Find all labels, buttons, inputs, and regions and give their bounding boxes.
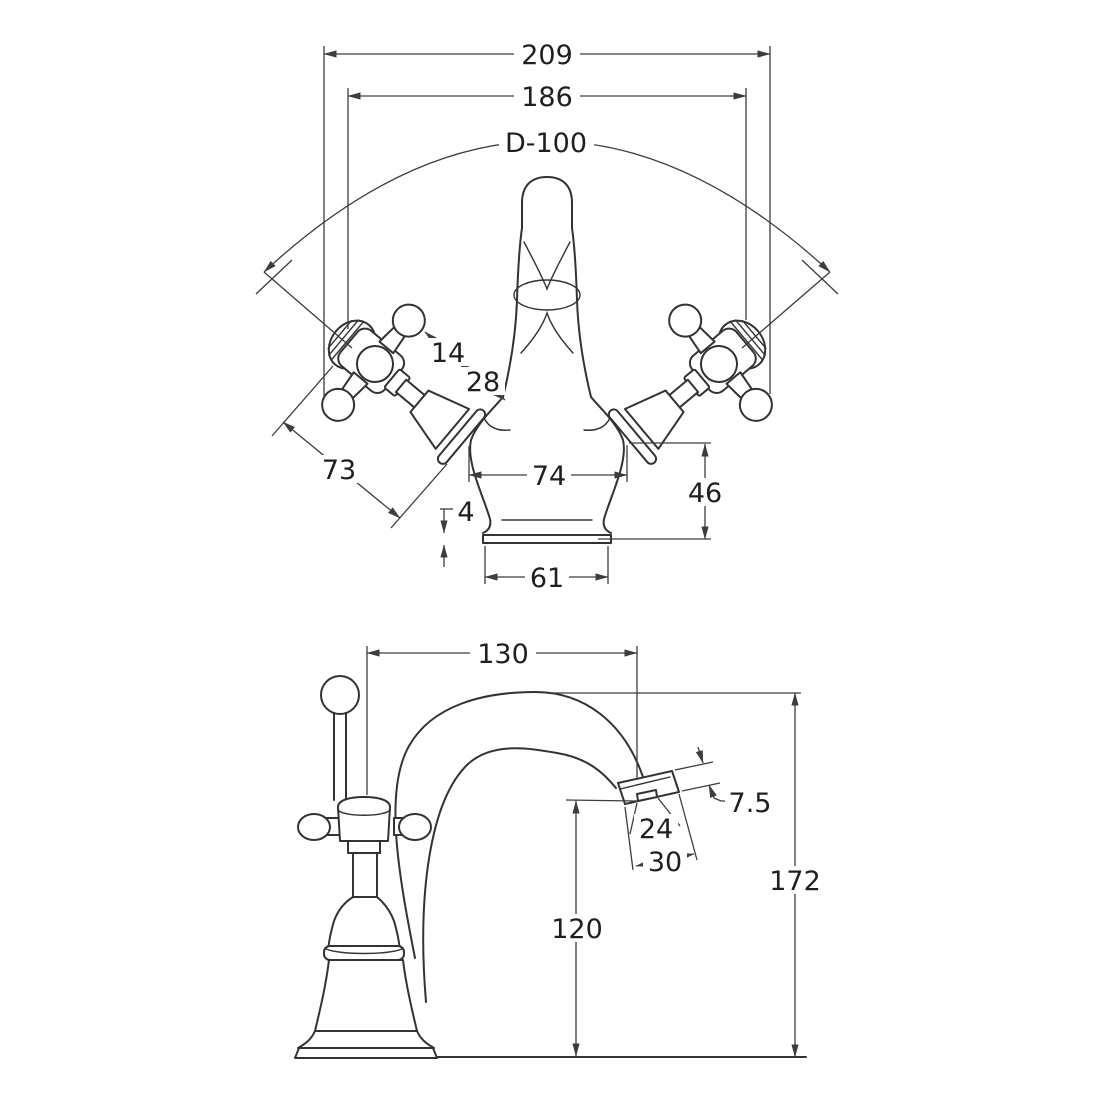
popup-rod-ball	[320, 675, 360, 715]
dim-4	[440, 508, 453, 567]
valve-stem	[352, 852, 378, 899]
bell-rim-curve	[325, 948, 403, 955]
handle-left-ball	[321, 387, 356, 422]
spout-body-fill	[470, 177, 624, 533]
dim-label-74: 74	[532, 461, 566, 492]
dim-label-120: 120	[551, 914, 603, 945]
shoulder-arc-left	[483, 417, 511, 431]
cap-ridge	[741, 319, 767, 349]
dim-label-130: 130	[477, 639, 529, 670]
shoulder-arc-right	[583, 417, 611, 431]
dim-label-30: 30	[648, 847, 682, 878]
valve-collar	[347, 840, 381, 854]
dim-label-46: 46	[688, 478, 722, 509]
handle-left-cone	[409, 389, 471, 450]
spout-ring	[513, 279, 581, 311]
handle-side-ball-left	[297, 813, 331, 841]
handle-right	[607, 303, 773, 465]
dim-label-d100: D-100	[505, 128, 587, 159]
dim-label-4: 4	[457, 497, 474, 528]
spout-arch-outer	[394, 691, 644, 959]
spout-lily-lower-curve	[520, 310, 574, 354]
handle-right-ball	[738, 387, 773, 422]
dim-label-209: 209	[521, 40, 573, 71]
handle-right-flange	[607, 408, 658, 465]
base-plate	[482, 534, 612, 544]
base-slab	[294, 1047, 438, 1059]
spout-lily-upper-curve	[523, 241, 571, 291]
spout-tip-seam	[619, 776, 671, 790]
handle-right-ball	[668, 303, 703, 338]
dim-label-28: 28	[466, 367, 500, 398]
dim-label-7p5: 7.5	[729, 788, 772, 819]
dim-label-61: 61	[530, 563, 564, 594]
handle-right-front-ball	[700, 345, 738, 383]
side-view	[294, 646, 807, 1059]
cap-ridge	[729, 321, 764, 361]
handle-side-hub	[337, 796, 391, 842]
dim-label-172: 172	[769, 866, 821, 897]
base-flare	[297, 1030, 435, 1049]
handle-left-ball	[391, 303, 426, 338]
dimension-labels: 209 186 D-100 14 28 73 74 46 4 61 130 7.…	[317, 40, 828, 945]
dim-label-73: 73	[322, 455, 356, 486]
dim-label-14: 14	[431, 338, 465, 369]
cap-ridge	[328, 319, 360, 356]
handle-right-cone	[623, 389, 685, 450]
cap-ridge	[330, 321, 365, 361]
cap-ridge	[734, 319, 766, 356]
spout-outline	[502, 176, 592, 398]
handle-left	[321, 303, 487, 465]
handle-side-ball-right	[398, 813, 432, 841]
spout-tip-collar	[617, 770, 680, 805]
handle-left-flange	[436, 408, 487, 465]
handle-side-hub-ridge	[337, 809, 391, 816]
handle-left-front-ball	[356, 345, 394, 383]
spout-arch-inner	[422, 747, 617, 1003]
dim-label-24: 24	[639, 814, 673, 845]
body-bell	[327, 896, 401, 951]
front-view	[255, 46, 839, 584]
aerator	[636, 789, 658, 802]
dim-7p5	[674, 746, 727, 802]
dim-label-186: 186	[521, 82, 573, 113]
body-skirt	[314, 959, 418, 1032]
